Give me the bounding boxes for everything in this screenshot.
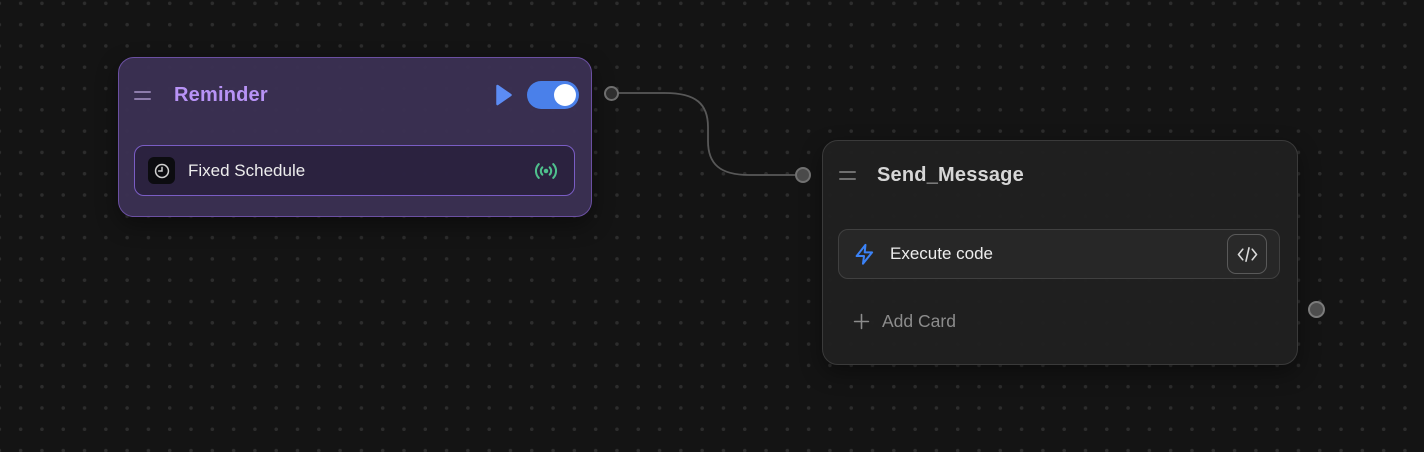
send-message-input-port[interactable] [795,167,811,183]
plus-icon [853,313,870,330]
reminder-output-port[interactable] [604,86,619,101]
reminder-header: Reminder [134,74,579,116]
drag-handle-icon[interactable] [134,90,151,100]
enable-toggle[interactable] [527,81,579,109]
clock-icon [154,163,169,178]
send-message-output-port[interactable] [1308,301,1325,318]
code-icon [1237,246,1257,262]
node-title: Reminder [174,83,268,106]
node-send-message[interactable]: Send_Message Execute code [822,140,1298,365]
add-card-button[interactable]: Add Card [839,303,956,339]
clock-badge [148,157,175,184]
drag-handle-icon[interactable] [839,170,856,180]
lightning-icon [853,243,876,266]
toggle-knob [554,84,576,106]
send-message-header: Send_Message [839,153,1281,197]
node-title: Send_Message [877,163,1024,186]
card-label: Fixed Schedule [188,160,306,180]
card-execute-code[interactable]: Execute code [838,229,1280,279]
play-icon [496,84,512,106]
connection-wire[interactable] [618,92,795,176]
edit-code-button[interactable] [1227,234,1267,274]
signal-icon [532,160,560,182]
trigger-card-fixed-schedule[interactable]: Fixed Schedule [134,145,575,196]
run-button[interactable] [496,84,512,106]
add-card-label: Add Card [882,310,956,331]
node-reminder[interactable]: Reminder Fixed Schedule [118,57,592,217]
card-label: Execute code [890,244,994,263]
